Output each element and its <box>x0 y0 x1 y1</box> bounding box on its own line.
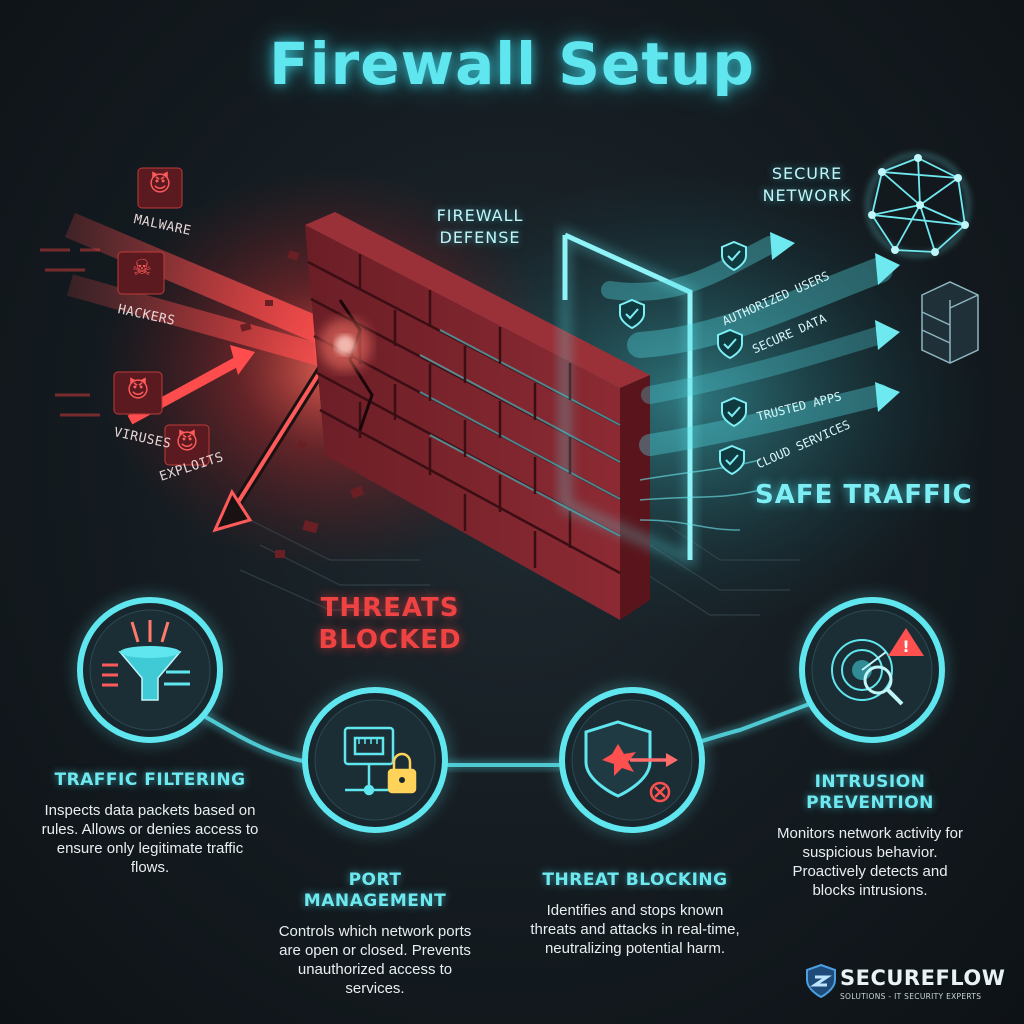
devil-face-icon: 😈 <box>175 430 199 455</box>
skull-icon: ☠ <box>132 256 152 281</box>
feature-description: Monitors network activity for suspicious… <box>777 825 963 899</box>
feature-port-management: PORT MANAGEMENT Controls which network p… <box>275 870 475 998</box>
safe-flow-arrows <box>601 236 893 456</box>
red-streaks <box>40 248 100 417</box>
threats-blocked-label: THREATS BLOCKED <box>318 593 462 655</box>
shield-block-icon <box>584 720 678 803</box>
feature-description: Identifies and stops known threats and a… <box>530 902 740 957</box>
safe-flow-arrowheads <box>770 232 900 412</box>
feature-traffic-filtering: TRAFFIC FILTERING Inspects data packets … <box>40 770 260 877</box>
feature-title: INTRUSION PREVENTION <box>806 772 934 813</box>
secure-network-label: SECURE NETWORK <box>762 164 852 205</box>
funnel-icon <box>102 620 190 701</box>
feature-connector <box>154 688 821 767</box>
firewall-defense-label: FIREWALL DEFENSE <box>436 206 524 247</box>
feature-description: Controls which network ports are open or… <box>278 923 472 997</box>
circuit-traces <box>239 519 800 616</box>
feature-title: PORT MANAGEMENT <box>303 870 447 911</box>
debris <box>239 250 365 558</box>
threat-icon-tiles <box>113 167 210 466</box>
page-title: Firewall Setup <box>269 30 755 98</box>
feature-title: THREAT BLOCKING <box>542 870 728 890</box>
flow-lines <box>639 459 761 531</box>
brand-logo: SECUREFLOW SOLUTIONS - IT SECURITY EXPER… <box>806 962 1006 1008</box>
feature-description: Inspects data packets based on rules. Al… <box>41 802 259 876</box>
brand-tagline: SOLUTIONS - IT SECURITY EXPERTS <box>840 992 982 1001</box>
radar-alert-icon: ! <box>831 628 924 706</box>
brand-name: SECUREFLOW <box>840 966 1006 990</box>
network-globe-icon <box>865 152 971 258</box>
firewall-door-frame <box>560 227 695 568</box>
feature-intrusion-prevention: INTRUSION PREVENTION Monitors network ac… <box>770 772 970 900</box>
brand-shield-icon <box>806 964 836 998</box>
devil-face-icon: 😈 <box>148 172 172 197</box>
svg-text:!: ! <box>902 637 909 656</box>
devil-face-icon: 😈 <box>126 378 150 403</box>
safe-traffic-label: SAFE TRAFFIC <box>755 480 973 510</box>
feature-threat-blocking: THREAT BLOCKING Identifies and stops kno… <box>530 870 740 958</box>
feature-title: TRAFFIC FILTERING <box>54 770 246 790</box>
ethernet-port-lock-icon <box>343 726 417 796</box>
check-shield-icons <box>619 240 747 476</box>
server-icon <box>921 281 979 364</box>
